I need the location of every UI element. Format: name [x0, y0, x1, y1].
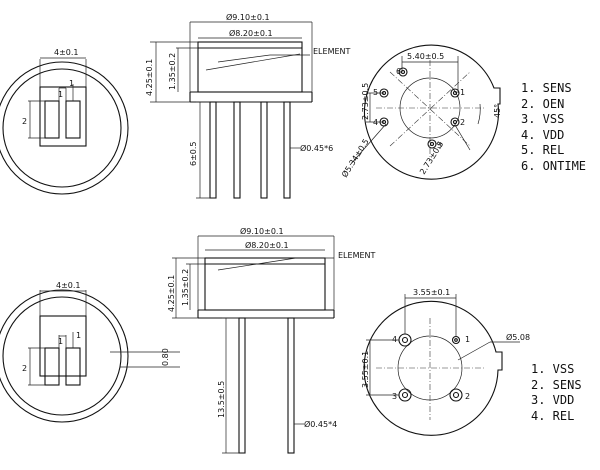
top-view-six-pin: 4±0.1 1 1 2	[0, 48, 129, 195]
top-pin-list-item: 4. VDD	[521, 127, 565, 142]
bot-dim-pad-1a: 1	[58, 337, 63, 346]
side-pins-four	[238, 317, 295, 454]
bot-dim-outer-dia: Ø9.10±0.1	[240, 226, 284, 236]
bot-dim-pin-span: 3.55±0.1	[413, 288, 450, 297]
bot-dim-side-080: 0.80	[161, 348, 170, 366]
bot-pin-4: 4	[392, 335, 397, 344]
bot-dim-pad-2: 2	[22, 364, 27, 373]
top-pin-4: 4	[373, 118, 378, 127]
top-dim-pin-length: 6±0.5	[189, 141, 198, 166]
bot-dim-inner-dia: Ø8.20±0.1	[245, 240, 289, 250]
side-view-six-pin: Ø9.10±0.1 Ø8.20±0.1 ELEMENT 4.25±0.1 1.3…	[145, 12, 351, 199]
bottom-view-six-pin: 6 5 1 4 2 3 5.40±0.5 2.73±0.5 Ø5.34±0.5 …	[339, 44, 502, 180]
bot-dim-hole-dia: Ø5.08	[506, 332, 530, 342]
top-pin-list-item: 3. VSS	[521, 112, 565, 126]
top-element-label: ELEMENT	[313, 47, 351, 56]
bot-dim-left-pitch: 3.55±0.1	[361, 351, 370, 388]
bottom-pin-list: 1. VSS 2. SENS 3. VDD 4. REL	[531, 362, 582, 424]
side-view-four-pin: Ø9.10±0.1 Ø8.20±0.1 ELEMENT 4.25±0.1 1.3…	[167, 226, 376, 454]
bottom-pin-list-item: 2. SENS	[531, 377, 582, 392]
bot-dim-height-total: 4.25±0.1	[167, 275, 176, 312]
top-dim-outer-dia: Ø9.10±0.1	[226, 12, 270, 22]
bot-pin-2: 2	[465, 392, 470, 401]
top-pin-6: 6	[396, 67, 401, 76]
top-view-four-pin: 4±0.1 1 1 2 0.80	[0, 281, 180, 423]
top-pin-list-item: 2. OEN	[521, 96, 565, 111]
bot-pin-3: 3	[392, 392, 397, 401]
top-pin-list: 1. SENS 2. OEN 3. VSS 4. VDD 5. REL 6. O…	[521, 81, 586, 174]
bot-dim-pin-length: 13.5±0.5	[217, 381, 226, 418]
top-dim-height-total: 4.25±0.1	[145, 59, 154, 96]
side-pins-six	[209, 101, 291, 199]
top-dim-height-cap: 1.35±0.2	[168, 53, 177, 90]
top-dim-pitch-4: 4±0.1	[54, 48, 79, 57]
top-dim-pin-dia: Ø0.45*6	[300, 143, 333, 153]
top-pin-3: 3	[437, 141, 442, 150]
top-pin-1: 1	[460, 88, 465, 97]
bot-element-label: ELEMENT	[338, 251, 376, 260]
top-pin-list-item: 1. SENS	[521, 81, 572, 95]
top-dim-pcd: Ø5.34±0.5	[339, 137, 371, 179]
top-pin-list-item: 5. REL	[521, 143, 565, 157]
top-dim-pad-1a: 1	[58, 90, 63, 99]
bot-dim-height-cap: 1.35±0.2	[181, 269, 190, 306]
bottom-view-four-pin: 1 4 3 2 3.55±0.1 3.55±0.1 Ø5.08	[361, 288, 530, 436]
bot-dim-pad-1b: 1	[76, 331, 81, 340]
top-dim-left-pitch: 2.73±0.5	[361, 83, 370, 120]
top-dim-tab-angle: 45°	[493, 104, 502, 118]
bottom-pin-list-item: 4. REL	[531, 408, 575, 423]
bottom-pin-list-item: 1. VSS	[531, 362, 575, 376]
top-pin-2: 2	[460, 118, 465, 127]
top-dim-pin-span: 5.40±0.5	[407, 52, 444, 61]
top-pin-5: 5	[373, 88, 378, 97]
bot-pin-1: 1	[465, 335, 470, 344]
bottom-pin-list-item: 3. VDD	[531, 393, 575, 407]
bot-dim-pin-dia: Ø0.45*4	[304, 419, 337, 429]
top-dim-pad-2: 2	[22, 117, 27, 126]
top-pin-list-item: 6. ONTIME	[521, 158, 587, 173]
top-dim-inner-dia: Ø8.20±0.1	[229, 28, 273, 38]
top-dim-pad-1b: 1	[69, 79, 74, 88]
bot-dim-pitch-4: 4±0.1	[56, 281, 81, 290]
